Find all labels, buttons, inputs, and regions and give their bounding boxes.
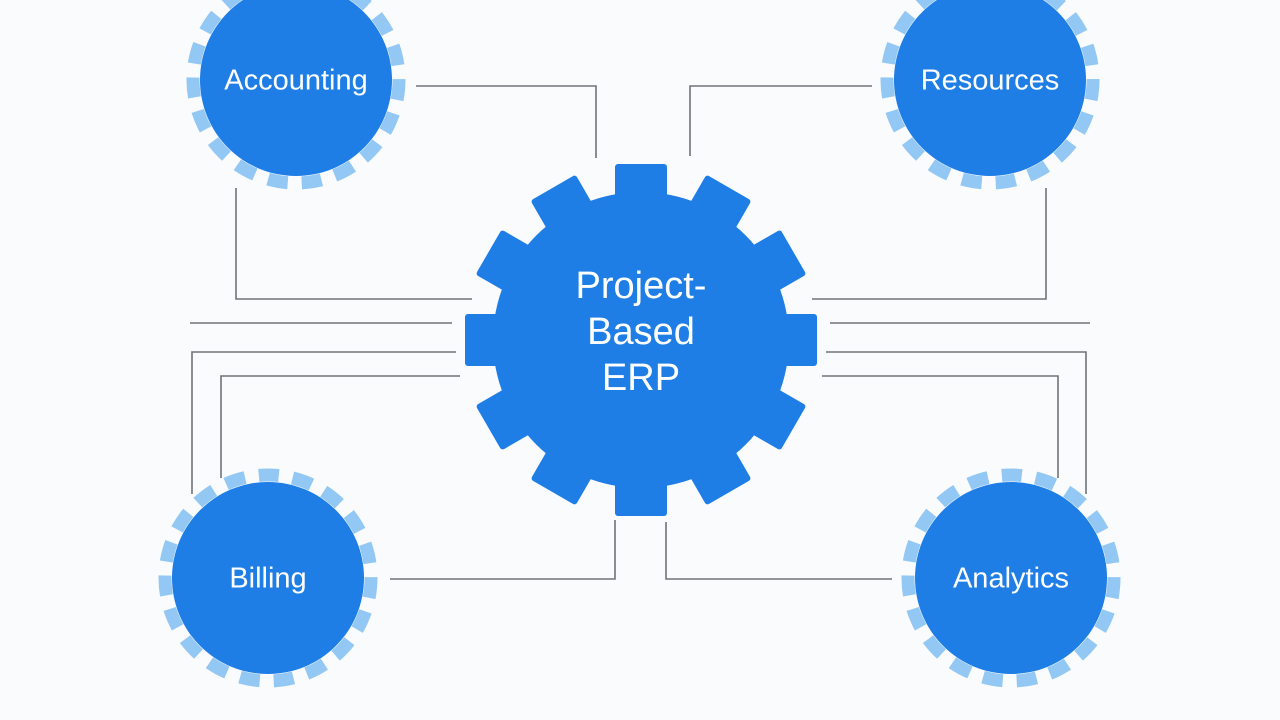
analytics-label: Analytics bbox=[953, 563, 1069, 595]
connector-analytics-inner bbox=[822, 375, 1059, 478]
connector-resources-top bbox=[689, 85, 872, 156]
resources-label: Resources bbox=[921, 65, 1060, 97]
center-label-line-2: Based bbox=[587, 311, 695, 353]
analytics-circle bbox=[915, 482, 1107, 674]
module-accounting[interactable]: Accounting bbox=[186, 0, 406, 190]
accounting-tick-ring bbox=[186, 0, 406, 190]
billing-circle bbox=[172, 482, 364, 674]
analytics-tick-ring bbox=[901, 468, 1121, 688]
resources-circle bbox=[894, 0, 1086, 176]
connector-billing-right bbox=[390, 520, 616, 580]
module-resources[interactable]: Resources bbox=[880, 0, 1100, 190]
accounting-circle bbox=[200, 0, 392, 176]
connector-accounting-top bbox=[416, 85, 597, 158]
billing-tick-ring bbox=[158, 468, 378, 688]
gear-body bbox=[493, 192, 789, 488]
connector-analytics-outer bbox=[826, 351, 1087, 494]
connector-resources-right bbox=[812, 188, 1047, 300]
connector-billing-inner bbox=[220, 375, 460, 478]
resources-tick-ring bbox=[880, 0, 1100, 190]
connector-billing-outer bbox=[191, 351, 456, 494]
connector-accounting-left bbox=[235, 188, 472, 300]
accounting-label: Accounting bbox=[224, 65, 368, 97]
center-label-line-3: ERP bbox=[602, 357, 680, 399]
connectors bbox=[190, 85, 1090, 580]
connector-analytics-left bbox=[665, 522, 892, 580]
module-analytics[interactable]: Analytics bbox=[901, 468, 1121, 688]
center-label-line-1: Project- bbox=[576, 265, 707, 307]
module-billing[interactable]: Billing bbox=[158, 468, 378, 688]
center-gear[interactable]: Project- Based ERP bbox=[465, 164, 817, 516]
billing-label: Billing bbox=[229, 563, 306, 595]
